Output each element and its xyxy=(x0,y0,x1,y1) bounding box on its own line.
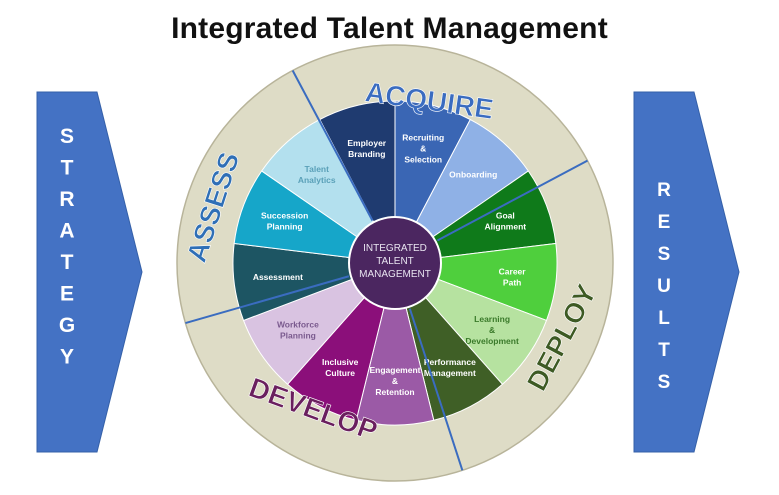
segment-label: Goal xyxy=(496,211,515,221)
segment-label: Branding xyxy=(348,149,385,159)
segment-label: Engagement xyxy=(369,365,420,375)
segment-label: Talent xyxy=(305,164,330,174)
results-letter: S xyxy=(658,244,671,265)
center-circle xyxy=(348,216,442,310)
segment-label: Selection xyxy=(404,154,442,164)
strategy-letter: E xyxy=(60,283,74,306)
segment-label: Performance xyxy=(424,357,476,367)
segment-label: & xyxy=(420,143,426,153)
center-hub: INTEGRATED TALENT MANAGEMENT xyxy=(348,216,442,310)
strategy-letter: R xyxy=(59,188,74,211)
results-letter: S xyxy=(658,372,671,393)
results-letter: L xyxy=(658,308,670,329)
segment-label: Development xyxy=(465,336,519,346)
results-arrow-shape xyxy=(633,91,740,453)
results-letter: T xyxy=(658,340,670,361)
segment-label: Career xyxy=(499,267,527,277)
strategy-arrow-shape xyxy=(36,91,143,453)
strategy-letter: S xyxy=(60,125,74,148)
segment-label: Retention xyxy=(375,387,414,397)
segment-label: Recruiting xyxy=(402,132,444,142)
segment-label: Alignment xyxy=(485,222,527,232)
segment-label: Onboarding xyxy=(449,170,497,180)
phase-divider xyxy=(185,275,350,325)
strategy-letter: A xyxy=(59,220,74,243)
phase-divider xyxy=(291,70,374,222)
segment-label: Inclusive xyxy=(322,357,359,367)
segment-label: Employer xyxy=(347,138,386,148)
center-label: INTEGRATED xyxy=(363,243,427,254)
segment-label: Planning xyxy=(267,222,303,232)
diagram-title: Integrated Talent Management xyxy=(171,12,608,45)
segment-label: Planning xyxy=(280,331,316,341)
strategy-letter: G xyxy=(59,314,75,337)
wheel-segments: EmployerBrandingRecruiting&SelectionOnbo… xyxy=(232,100,558,426)
segment-label: Management xyxy=(424,368,476,378)
strategy-letter: Y xyxy=(60,346,74,369)
segment-label: & xyxy=(392,376,398,386)
strategy-letter: T xyxy=(61,157,74,180)
phase-divider xyxy=(436,159,588,242)
segment-label: Learning xyxy=(474,314,510,324)
segment-label: Assessment xyxy=(253,272,303,282)
segment-label: Analytics xyxy=(298,175,336,185)
phase-dividers xyxy=(185,70,588,471)
center-label: MANAGEMENT xyxy=(359,269,431,280)
results-letter: R xyxy=(657,180,671,201)
center-label: TALENT xyxy=(376,256,414,267)
phase-divider xyxy=(408,308,464,471)
strategy-letter: T xyxy=(61,251,74,274)
segment-label: & xyxy=(489,325,495,335)
results-letter: E xyxy=(658,212,671,233)
segment-label: Culture xyxy=(325,368,355,378)
segment-label: Path xyxy=(503,278,521,288)
results-letter: U xyxy=(657,276,671,297)
segment-label: Succession xyxy=(261,211,308,221)
segment-label: Workforce xyxy=(277,320,319,330)
